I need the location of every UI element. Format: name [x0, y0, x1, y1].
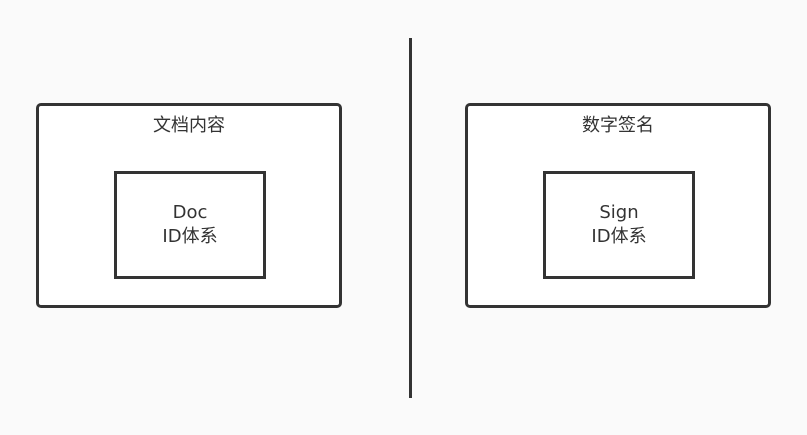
digital-signature-title: 数字签名	[582, 115, 654, 136]
digital-signature-box: 数字签名 Sign ID体系	[465, 103, 771, 308]
sign-id-label-line-1: Sign	[599, 202, 639, 223]
sign-id-label-line-2: ID体系	[591, 226, 647, 247]
doc-id-label-line-2: ID体系	[162, 226, 218, 247]
sign-id-system-box: Sign ID体系	[543, 171, 695, 279]
vertical-divider	[409, 38, 412, 398]
document-content-box: 文档内容 Doc ID体系	[36, 103, 342, 308]
doc-id-system-box: Doc ID体系	[114, 171, 266, 279]
doc-id-label-line-1: Doc	[172, 202, 208, 223]
document-content-title: 文档内容	[153, 115, 225, 136]
